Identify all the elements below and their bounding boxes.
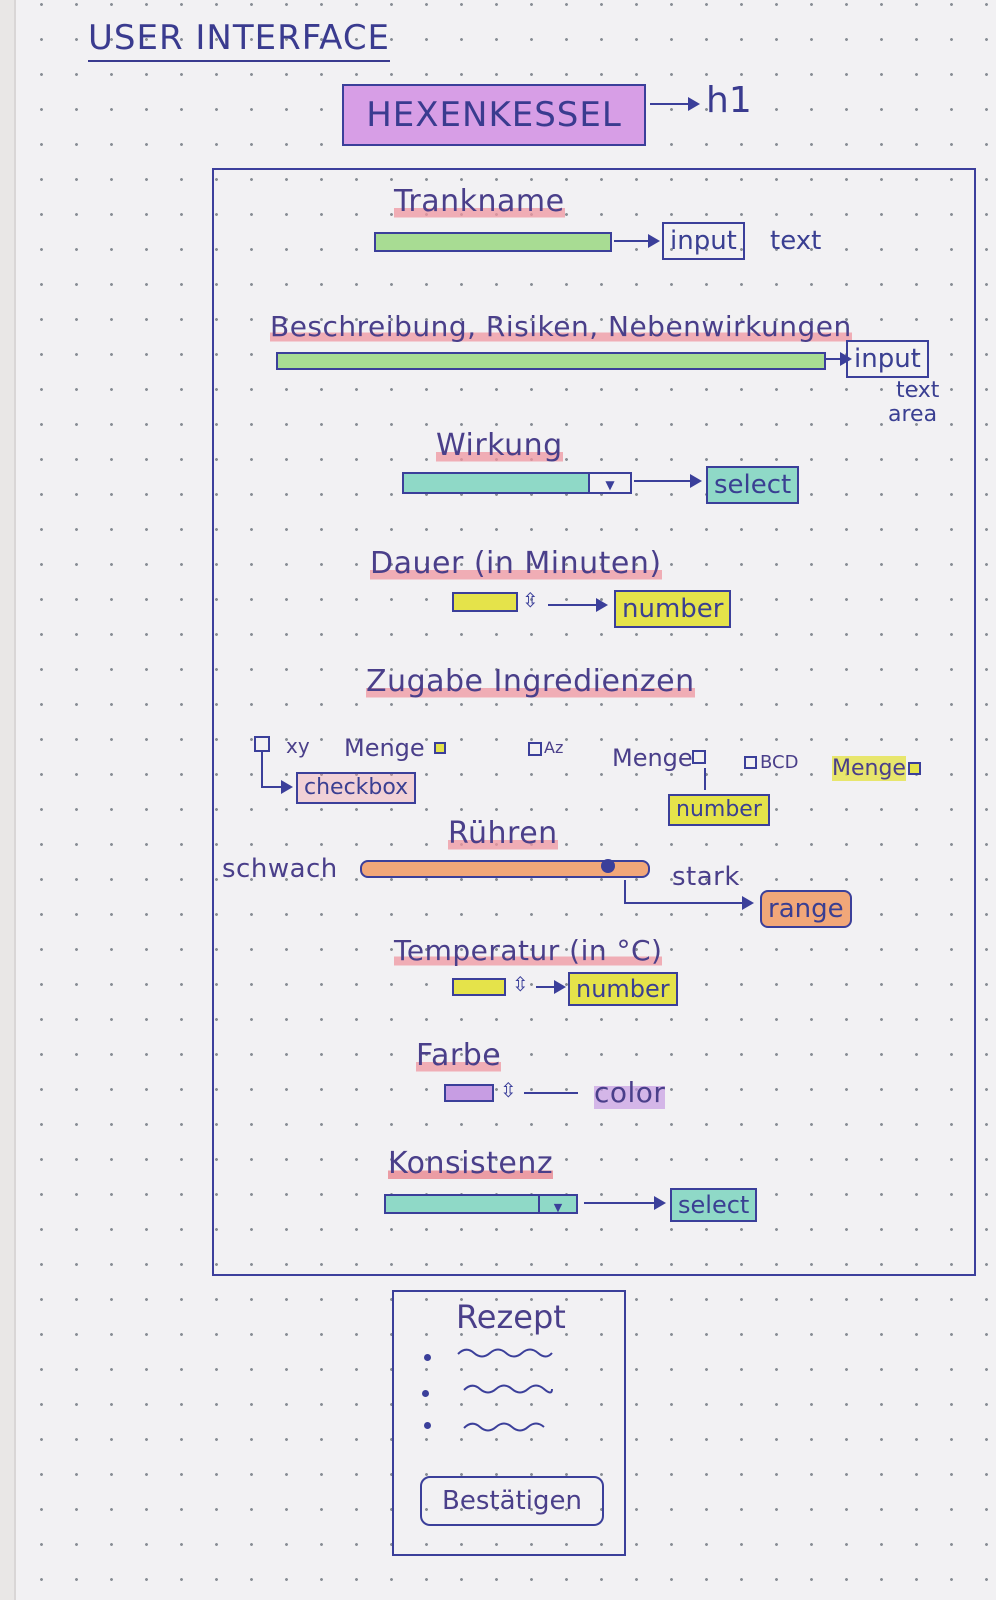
potion-name-input[interactable] [374, 232, 612, 252]
stirring-range-thumb[interactable] [601, 859, 615, 873]
header-title: USER INTERFACE [88, 18, 391, 58]
duration-number-input[interactable] [452, 592, 518, 612]
potion-name-type-tag: input [662, 222, 745, 260]
h1-title-bar: HEXENKESSEL [342, 84, 646, 146]
ingredient-amount-input-4[interactable] [908, 762, 921, 775]
recipe-panel: Rezept Bestätigen [392, 1290, 626, 1556]
recipe-item-1-squiggle [457, 1348, 553, 1358]
duration-type-tag: number [614, 590, 732, 628]
potion-name-label: Trankname [394, 184, 565, 219]
ingredient-number-tag: number [668, 794, 770, 826]
duration-spinner-icon[interactable]: ⇳ [522, 588, 539, 612]
color-input[interactable] [444, 1084, 494, 1102]
consistency-arrow [584, 1196, 666, 1210]
consistency-type-tag: select [670, 1188, 758, 1222]
page-header: USER INTERFACE [88, 18, 391, 62]
ingredient-checkbox-1[interactable] [254, 736, 270, 752]
temperature-arrow [536, 980, 566, 994]
color-type-note: color [594, 1076, 666, 1109]
temperature-type-tag: number [568, 972, 678, 1006]
consistency-select[interactable]: ▼ [384, 1194, 578, 1214]
stirring-arrow [624, 896, 754, 910]
description-type-tag: input [846, 340, 929, 378]
ingredients-label: Zugabe Ingredienzen [366, 664, 695, 699]
ingredient-number-arrow-line [704, 768, 706, 790]
form-container [212, 168, 976, 1276]
chevron-down-icon: ▼ [605, 478, 615, 492]
description-textarea[interactable] [276, 352, 826, 370]
confirm-button[interactable]: Bestätigen [420, 1476, 604, 1526]
duration-label: Dauer (in Minuten) [370, 546, 662, 581]
potion-name-arrow [614, 234, 660, 248]
recipe-bullet-3 [424, 1422, 431, 1429]
effect-type-tag: select [706, 466, 800, 504]
h1-arrow [650, 97, 700, 111]
ingredient-amount-label-3: Menge [612, 744, 693, 772]
checkbox-annotation-arrow [261, 780, 293, 794]
color-line [524, 1092, 578, 1094]
ingredient-amount-input-1[interactable] [434, 742, 446, 754]
stirring-arrow-down [624, 880, 626, 902]
recipe-item-3-squiggle [463, 1422, 545, 1432]
color-label: Farbe [416, 1038, 502, 1073]
notebook-page: USER INTERFACE HEXENKESSEL h1 Trankname … [14, 0, 996, 1600]
stirring-max-label: stark [672, 862, 740, 892]
checkbox-annotation-line-v [261, 752, 263, 786]
confirm-button-label: Bestätigen [442, 1486, 582, 1516]
ingredient-amount-label-4: Menge [832, 756, 906, 781]
h1-tag-note: h1 [706, 80, 752, 121]
recipe-bullet-1 [424, 1354, 431, 1361]
recipe-title: Rezept [456, 1298, 566, 1336]
recipe-bullet-2 [422, 1390, 429, 1397]
stirring-label: Rühren [448, 816, 558, 851]
h1-title-text: HEXENKESSEL [366, 95, 622, 135]
recipe-item-2-squiggle [463, 1384, 553, 1394]
effect-label: Wirkung [436, 428, 563, 463]
ingredient-checkbox-2[interactable] [528, 742, 542, 756]
effect-select-caret-box[interactable]: ▼ [588, 474, 630, 492]
stirring-type-tag: range [760, 890, 852, 928]
temperature-number-input[interactable] [452, 978, 506, 996]
potion-name-type-note: text [770, 226, 822, 256]
color-spinner-icon[interactable]: ⇳ [500, 1078, 517, 1102]
ingredient-amount-label-1: Menge [344, 734, 425, 762]
ingredient-name-1: xy [286, 734, 310, 758]
description-label: Beschreibung, Risiken, Nebenwirkungen [270, 310, 852, 343]
stirring-min-label: schwach [222, 854, 338, 884]
ingredient-name-2: Az [544, 738, 564, 757]
description-type-note-1: text [896, 378, 940, 403]
consistency-label: Konsistenz [388, 1146, 554, 1181]
duration-arrow [548, 598, 608, 612]
stirring-range-slider[interactable] [360, 859, 650, 878]
consistency-select-caret-box[interactable]: ▼ [538, 1196, 576, 1214]
temperature-spinner-icon[interactable]: ⇳ [512, 972, 529, 996]
chevron-down-icon: ▼ [553, 1201, 563, 1214]
effect-select[interactable]: ▼ [402, 472, 632, 494]
temperature-label: Temperatur (in °C) [394, 934, 663, 967]
checkbox-type-tag: checkbox [296, 772, 417, 804]
description-type-note-2: area [888, 402, 938, 427]
effect-arrow [634, 474, 702, 488]
ingredient-amount-input-3[interactable] [692, 750, 706, 764]
ingredient-name-4: BCD [760, 752, 799, 773]
ingredient-checkbox-4[interactable] [744, 756, 757, 769]
